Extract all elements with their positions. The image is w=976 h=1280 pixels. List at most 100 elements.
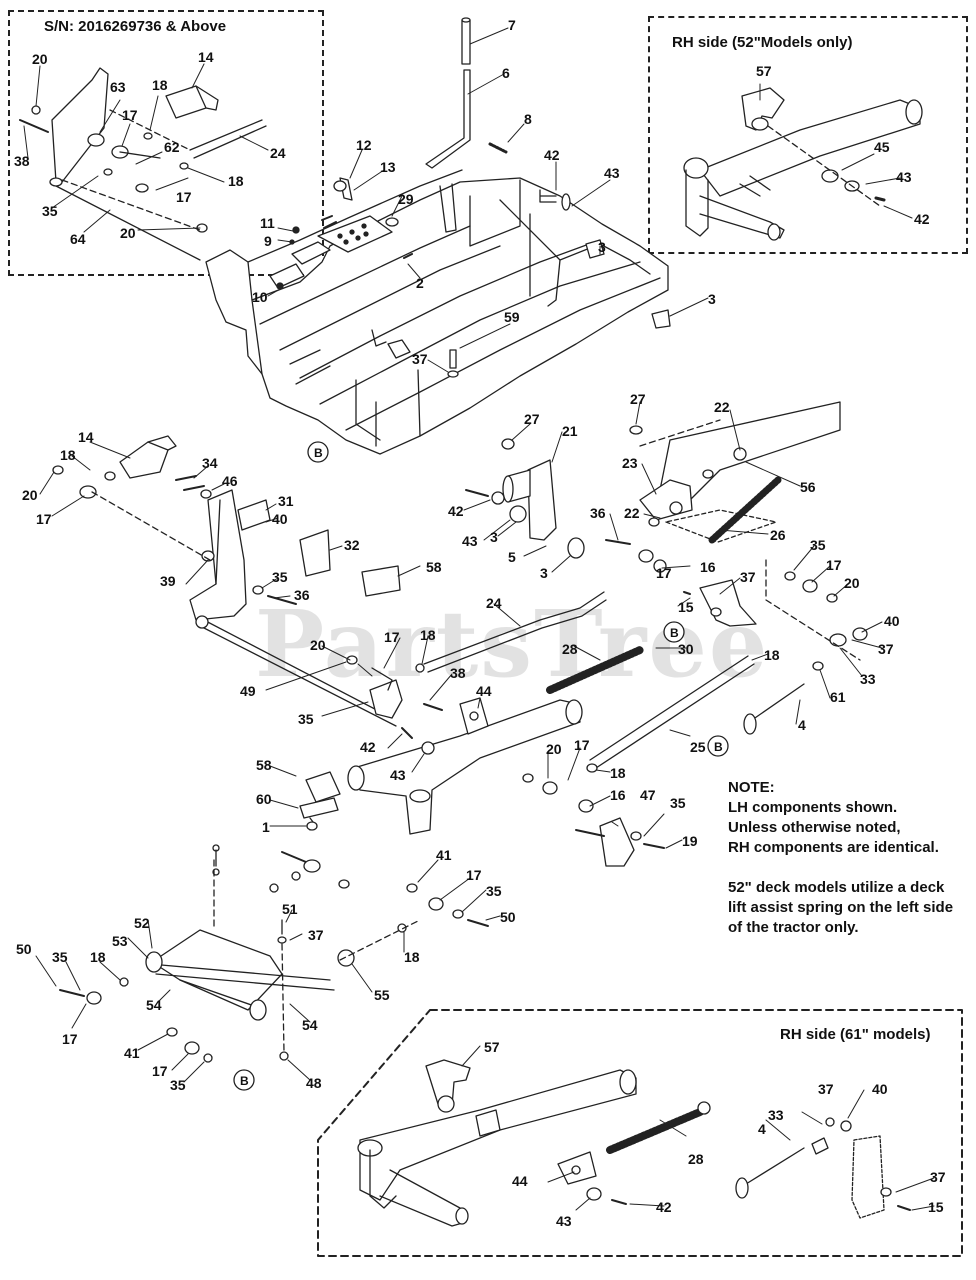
part-callout: 23	[622, 455, 638, 471]
part-callout: 50	[500, 909, 516, 925]
reference-label: B	[714, 740, 723, 754]
part-callout: 43	[462, 533, 478, 549]
inset-serial-parts	[19, 67, 267, 261]
note-line: of the tractor only.	[728, 919, 859, 936]
part-callout: 60	[256, 791, 272, 807]
part-callout: 14	[198, 49, 214, 65]
part-callout: 18	[420, 627, 436, 643]
part-callout: 18	[60, 447, 76, 463]
part-callout: 35	[42, 203, 58, 219]
part-callout: 20	[546, 741, 562, 757]
part-callout: 40	[872, 1081, 888, 1097]
part-callout: 7	[508, 17, 516, 33]
part-callout: 18	[228, 173, 244, 189]
part-callout: 57	[756, 63, 772, 79]
part-callout: 4	[758, 1121, 766, 1137]
part-callout: 40	[884, 613, 900, 629]
reference-circles	[233, 441, 729, 1091]
part-callout: 53	[112, 933, 128, 949]
part-callout: 38	[450, 665, 466, 681]
note-line: lift assist spring on the left side	[728, 899, 954, 916]
part-callout: 18	[404, 949, 420, 965]
part-callout: 35	[298, 711, 314, 727]
note-line: NOTE:	[728, 779, 775, 796]
right-small-parts	[605, 539, 868, 671]
inset-rh61-border	[317, 1009, 963, 1257]
part-callout: 41	[124, 1045, 140, 1061]
note-line: RH components are identical.	[728, 839, 939, 856]
part-callout: 42	[544, 147, 560, 163]
part-callout: 42	[656, 1199, 672, 1215]
part-callout: 43	[604, 165, 620, 181]
part-callout: 12	[356, 137, 372, 153]
bracket-58-60	[299, 771, 341, 831]
part-callout: 22	[624, 505, 640, 521]
part-callout: 43	[390, 767, 406, 783]
part-callout: 42	[448, 503, 464, 519]
part-callout: 37	[878, 641, 894, 657]
part-callout: 44	[512, 1173, 528, 1189]
part-callout: 17	[656, 565, 672, 581]
pivot-plate-assembly	[59, 844, 489, 1063]
part-callout: 49	[240, 683, 256, 699]
lift-shaft-assembly	[52, 435, 443, 727]
part-callout: 40	[272, 511, 288, 527]
right-bracket-assembly	[629, 401, 841, 544]
reference-label: B	[670, 626, 679, 640]
part-callout: 11	[260, 215, 275, 231]
reference-label: B	[314, 446, 323, 460]
part-callout: 15	[928, 1199, 944, 1215]
part-callout: 54	[146, 997, 162, 1013]
part-callout: 35	[170, 1077, 186, 1093]
part-callout: 3	[708, 291, 716, 307]
part-callout: 64	[70, 231, 86, 247]
part-callout: 6	[502, 65, 510, 81]
part-callout: 17	[574, 737, 590, 753]
part-callout: 47	[640, 787, 656, 803]
part-callout: 44	[476, 683, 492, 699]
spring-28	[546, 646, 644, 694]
part-callout: 61	[830, 689, 846, 705]
part-callout: 24	[486, 595, 502, 611]
part-callout: 18	[764, 647, 780, 663]
leader-lines	[23, 27, 935, 1211]
inset-rh52-title: RH side (52"Models only)	[672, 34, 853, 51]
inset-rh61-title: RH side (61" models)	[780, 1026, 931, 1043]
part-callout: 37	[308, 927, 324, 943]
part-callout: 1	[262, 819, 270, 835]
inset-rh61-parts	[357, 1059, 911, 1227]
part-callout: 16	[610, 787, 626, 803]
part-callout: 35	[52, 949, 68, 965]
part-callout: 37	[818, 1081, 834, 1097]
part-callout: 19	[682, 833, 698, 849]
inset-serial-title: S/N: 2016269736 & Above	[44, 18, 227, 35]
part-callout: 43	[896, 169, 912, 185]
part-callout: 63	[110, 79, 126, 95]
part-callout: 27	[630, 391, 646, 407]
part-callout: 35	[486, 883, 502, 899]
part-callout: 10	[252, 289, 268, 305]
part-callout: 58	[426, 559, 442, 575]
part-callout: 30	[678, 641, 694, 657]
part-callout: 34	[202, 455, 218, 471]
note-block: NOTE: LH components shown. Unless otherw…	[728, 778, 953, 938]
part-callout: 28	[688, 1151, 704, 1167]
part-callout: 32	[344, 537, 360, 553]
deck-lift-tube	[347, 697, 583, 835]
part-callout: 45	[874, 139, 890, 155]
part-callout: 25	[690, 739, 706, 755]
part-callout: 55	[374, 987, 390, 1003]
part-callout: 18	[610, 765, 626, 781]
rod-25	[589, 655, 755, 769]
part-callout: 35	[810, 537, 826, 553]
pivot-arm-47	[522, 763, 665, 867]
part-callout: 20	[32, 51, 48, 67]
inset-rh52-parts	[683, 87, 923, 241]
part-callout: 35	[670, 795, 686, 811]
part-callout: 16	[700, 559, 716, 575]
note-line: LH components shown.	[728, 799, 898, 816]
inset-serial-box	[8, 10, 324, 276]
